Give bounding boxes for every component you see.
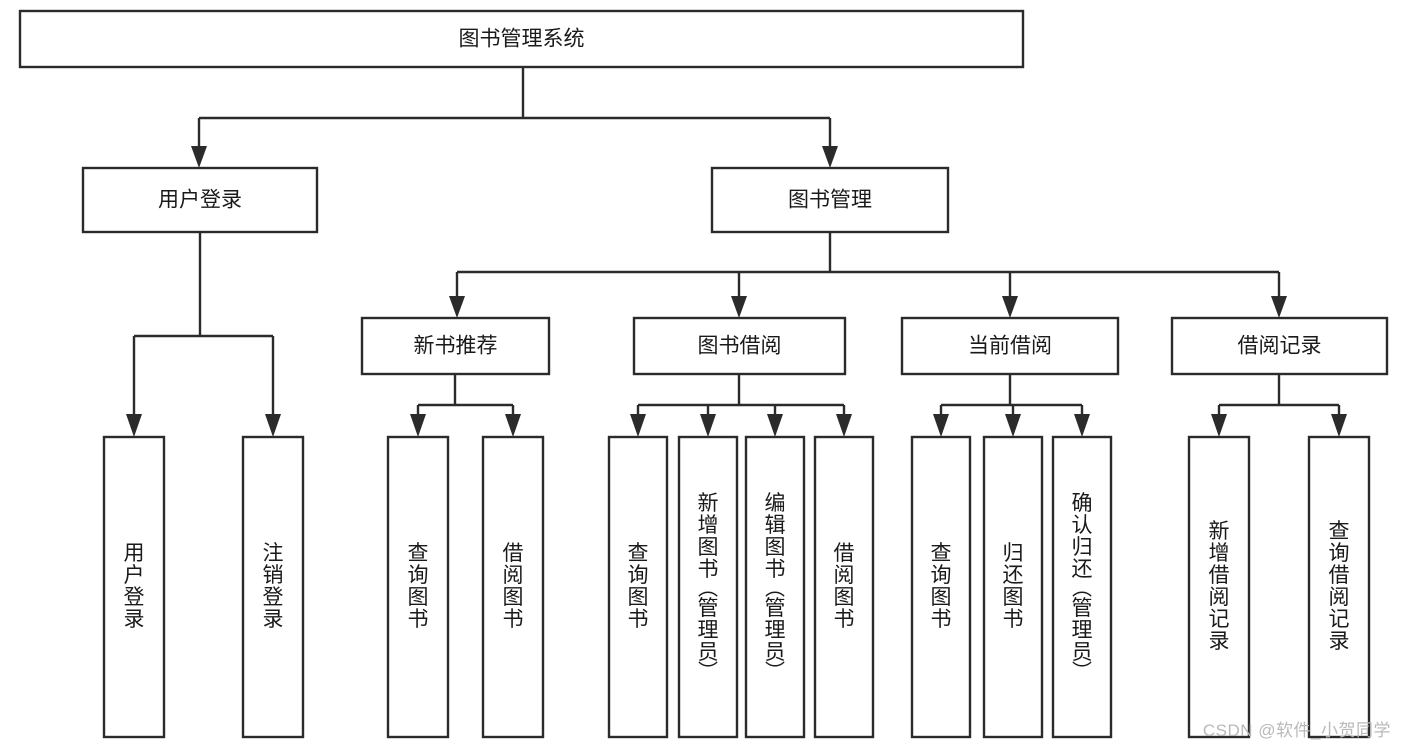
arrow-current-0 (933, 414, 949, 437)
arrow-root-to-user-login (191, 146, 207, 168)
arrow-borrow-1 (700, 414, 716, 437)
node-new-book-label: 新书推荐 (414, 335, 498, 358)
arrow-records-0 (1211, 414, 1227, 437)
node-new-book-box[interactable] (360, 316, 551, 376)
leaf-borrow-0-box[interactable] (607, 435, 669, 739)
node-root-label: 图书管理系统 (459, 28, 585, 51)
node-records-label: 借阅记录 (1238, 335, 1322, 358)
arrow-borrow-3 (836, 414, 852, 437)
leaf-user-login-1-box[interactable] (241, 435, 305, 739)
arrow-current-2 (1074, 414, 1090, 437)
node-user-login-label: 用户登录 (158, 189, 242, 212)
watermark-text: CSDN @软件_小贺同学 (1202, 721, 1391, 740)
arrow-user-login-0 (126, 414, 142, 437)
node-root-box[interactable] (18, 9, 1025, 69)
arrow-new-book-1 (505, 414, 521, 437)
node-current-borrow-label: 当前借阅 (968, 335, 1052, 358)
leaf-current-2-box[interactable] (1051, 435, 1113, 739)
leaf-borrow-1-box[interactable] (677, 435, 739, 739)
leaf-new-book-0-box[interactable] (386, 435, 450, 739)
node-book-manage-label: 图书管理 (788, 189, 872, 212)
arrow-to-current-borrow (1002, 296, 1018, 318)
node-user-login-box[interactable] (81, 166, 319, 234)
leaf-records-0-box[interactable] (1187, 435, 1251, 739)
arrow-to-borrow (731, 296, 747, 318)
leaf-records-1-box[interactable] (1307, 435, 1371, 739)
leaf-borrow-2-box[interactable] (744, 435, 806, 739)
arrow-root-to-book-manage (822, 146, 838, 168)
arrow-to-records (1271, 296, 1287, 318)
leaf-current-1-box[interactable] (982, 435, 1044, 739)
node-borrow-label: 图书借阅 (698, 335, 782, 358)
leaf-current-0-box[interactable] (910, 435, 972, 739)
leaf-borrow-3-box[interactable] (813, 435, 875, 739)
node-current-borrow-box[interactable] (900, 316, 1120, 376)
arrow-borrow-0 (630, 414, 646, 437)
leaf-new-book-1-box[interactable] (481, 435, 545, 739)
arrow-borrow-2 (767, 414, 783, 437)
arrow-to-new-book (449, 296, 465, 318)
arrow-new-book-0 (410, 414, 426, 437)
leaf-user-login-0-box[interactable] (102, 435, 166, 739)
arrow-records-1 (1331, 414, 1347, 437)
arrow-current-1 (1005, 414, 1021, 437)
arrow-user-login-1 (265, 414, 281, 437)
